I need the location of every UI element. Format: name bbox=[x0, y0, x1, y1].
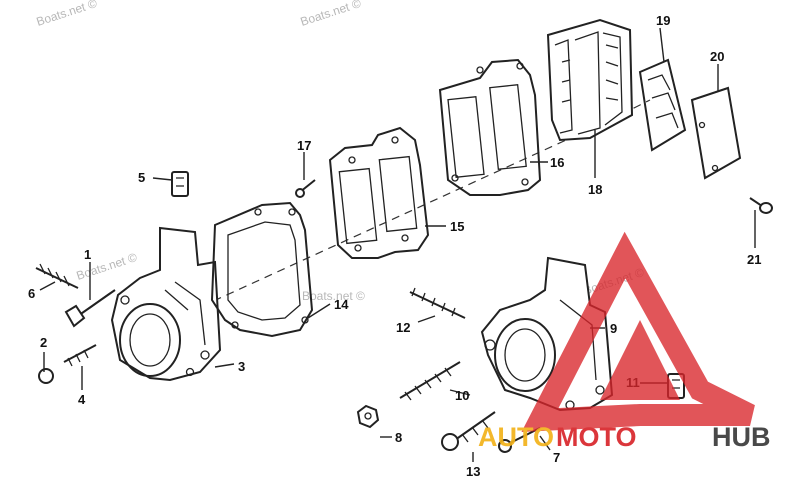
nut-part-2 bbox=[38, 368, 54, 384]
bolt-part-1 bbox=[64, 289, 116, 328]
gasket-part bbox=[210, 201, 314, 338]
part-number-13: 13 bbox=[466, 464, 480, 479]
stud-part-6 bbox=[35, 263, 79, 289]
stud-part-10 bbox=[399, 361, 461, 401]
reed-plate-part bbox=[328, 126, 430, 259]
logo-text-moto: MOTO bbox=[556, 422, 637, 452]
screw-part-21 bbox=[749, 197, 773, 214]
stud-part-12 bbox=[409, 287, 466, 319]
part-number-15: 15 bbox=[450, 219, 464, 234]
screw-part-17 bbox=[295, 179, 316, 198]
part-number-17: 17 bbox=[297, 138, 311, 153]
rear-gasket-part bbox=[438, 58, 542, 196]
stud-part-4 bbox=[63, 344, 97, 367]
clip-part-5 bbox=[171, 171, 189, 197]
part-number-3: 3 bbox=[238, 359, 245, 374]
bolt-part-13 bbox=[441, 411, 496, 451]
part-number-8: 8 bbox=[395, 430, 402, 445]
watermark-text: Boats.net © bbox=[302, 289, 365, 303]
nut-part-8 bbox=[356, 404, 380, 429]
reed-stop-part bbox=[690, 86, 742, 180]
part-number-9: 9 bbox=[610, 321, 617, 336]
watermark-text: Boats.net © bbox=[35, 0, 99, 29]
part-number-5: 5 bbox=[138, 170, 145, 185]
part-number-20: 20 bbox=[710, 49, 724, 64]
part-number-19: 19 bbox=[656, 13, 670, 28]
reed-petal-part bbox=[638, 58, 687, 152]
part-number-12: 12 bbox=[396, 320, 410, 335]
part-number-7: 7 bbox=[553, 450, 560, 465]
logo-text-hub: HUB bbox=[712, 422, 771, 452]
part-number-14: 14 bbox=[334, 297, 349, 312]
reed-cage-part bbox=[546, 18, 634, 142]
part-number-18: 18 bbox=[588, 182, 602, 197]
part-number-1: 1 bbox=[84, 247, 91, 262]
reed-block-housing-part bbox=[110, 226, 222, 382]
part-number-16: 16 bbox=[550, 155, 564, 170]
part-number-10: 10 bbox=[455, 388, 469, 403]
part-number-21: 21 bbox=[747, 252, 761, 267]
part-number-4: 4 bbox=[78, 392, 86, 407]
part-number-2: 2 bbox=[40, 335, 47, 350]
watermark-text: Boats.net © bbox=[299, 0, 363, 29]
logo-text-auto: AUTO bbox=[478, 422, 554, 452]
part-number-6: 6 bbox=[28, 286, 35, 301]
automotohub-logo: AUTO MOTO HUB bbox=[478, 231, 771, 452]
